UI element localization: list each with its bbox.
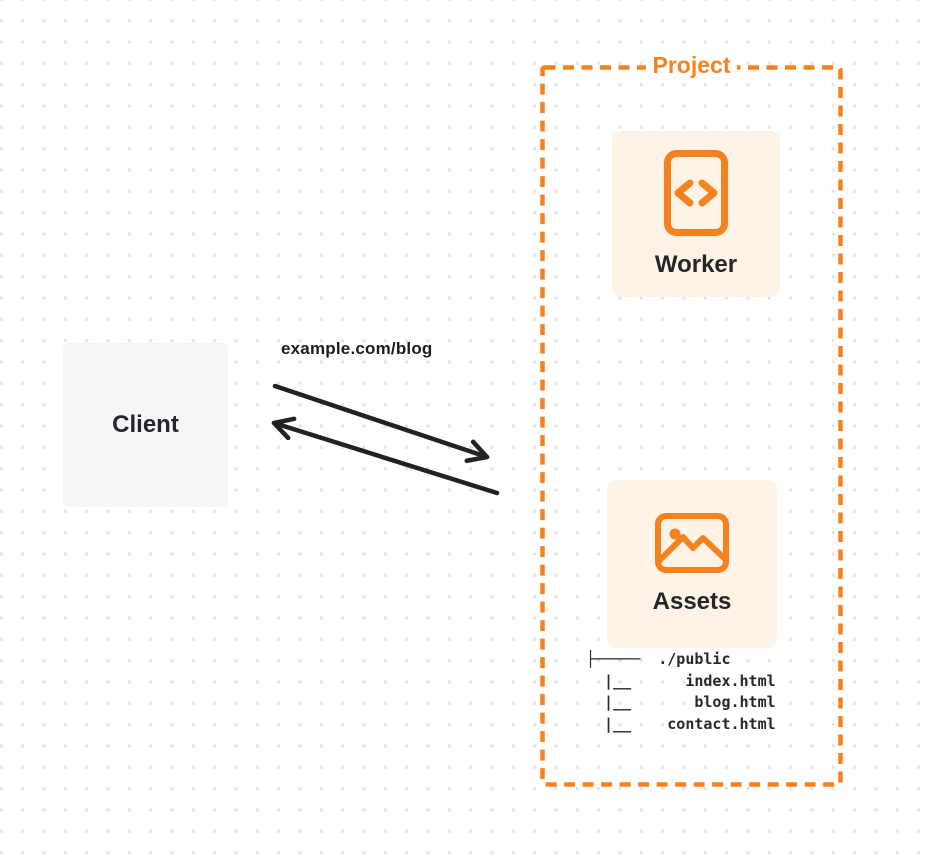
- client-label: Client: [112, 411, 179, 438]
- tree-line-index: |__ index.html: [586, 671, 776, 690]
- tree-line-contact: |__ contact.html: [586, 714, 776, 733]
- tree-line-blog: |__ blog.html: [586, 693, 776, 711]
- assets-label: Assets: [652, 587, 732, 615]
- assets-file-tree: ├───── ./public |__ index.html |__ blog.…: [586, 649, 776, 735]
- assets-node: Assets: [607, 480, 777, 648]
- request-arrow: [272, 383, 490, 464]
- worker-node: Worker: [612, 131, 780, 297]
- worker-label: Worker: [654, 250, 738, 278]
- response-arrow: [271, 416, 500, 496]
- code-document-icon: [664, 149, 728, 236]
- client-node: Client: [63, 343, 228, 507]
- request-url-label: example.com/blog: [281, 339, 433, 358]
- project-container: Project Worker Assets: [540, 52, 843, 787]
- project-dashed-border: [540, 65, 843, 787]
- tree-line-public: ├───── ./public: [586, 650, 731, 668]
- image-icon: [655, 512, 729, 573]
- project-label: Project: [645, 52, 738, 78]
